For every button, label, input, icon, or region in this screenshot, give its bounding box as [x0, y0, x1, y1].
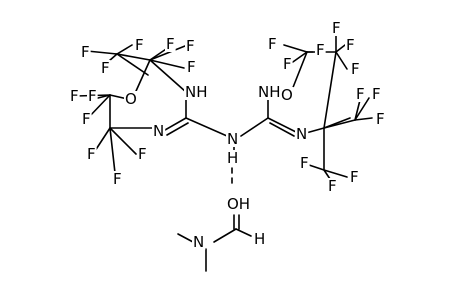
- atom-fluorine: F: [186, 37, 195, 55]
- atom-fluorine: F: [187, 58, 196, 76]
- atom-hydrogen: H: [227, 149, 238, 167]
- atom-fluorine: F: [332, 19, 341, 37]
- atom-fluorine: F: [88, 87, 97, 105]
- atom-label-mask: [134, 37, 145, 53]
- atom-fluorine: F: [351, 60, 360, 78]
- atom-label-mask: [124, 91, 138, 107]
- atom-label-mask: [257, 84, 282, 100]
- atom-fluorine: F: [113, 170, 122, 188]
- atom-label-mask: [186, 59, 197, 75]
- atom-fluorine: F: [350, 168, 359, 186]
- atom-nitrogen: N: [227, 130, 238, 148]
- atom-label-mask: [184, 84, 209, 100]
- atom-fluorine: F: [372, 85, 381, 103]
- atom-label-mask: [371, 86, 382, 102]
- atom-label-mask: [81, 111, 92, 127]
- atom-fluorine: F: [346, 36, 355, 54]
- atom-fluorine: F: [101, 59, 110, 77]
- atom-label-mask: [80, 44, 91, 60]
- atom-fluorine: F: [300, 154, 309, 172]
- atom-label-mask: [331, 20, 342, 36]
- atom-label-mask: [87, 88, 98, 104]
- atom-label-mask: [137, 146, 148, 162]
- atom-label-mask: [253, 231, 267, 247]
- atom-label-mask: [327, 178, 338, 194]
- atom-nitrogen: N: [296, 125, 307, 143]
- atom-label-mask: [226, 196, 252, 212]
- atom-label-mask: [165, 36, 176, 52]
- atom-fluorine: F: [268, 35, 277, 53]
- atom-amine: NH: [185, 83, 208, 101]
- atom-label-mask: [152, 123, 166, 139]
- atom-label-mask: [349, 169, 360, 185]
- atom-label-mask: [267, 36, 278, 52]
- atom-fluorine: F: [135, 36, 144, 54]
- atom-fluorine: F: [376, 110, 385, 128]
- atom-label-mask: [86, 146, 97, 162]
- atom-oxygen: O: [281, 86, 293, 104]
- atom-fluorine: F: [316, 41, 325, 59]
- atom-label-mask: [226, 131, 240, 147]
- atom-label-mask: [375, 111, 386, 127]
- atom-label-mask: [192, 234, 206, 250]
- atom-label-mask: [350, 61, 361, 77]
- atom-nitrogen: N: [153, 122, 164, 140]
- atom-label-mask: [69, 88, 80, 104]
- atom-label-mask: [282, 56, 293, 72]
- atom-nitrogen: N: [193, 233, 204, 251]
- atom-fluorine: F: [138, 145, 147, 163]
- atom-oxygen: O: [125, 90, 137, 108]
- atom-label-mask: [295, 126, 309, 142]
- atom-label-mask: [185, 38, 196, 54]
- atom-fluorine: F: [82, 110, 91, 128]
- atom-label-mask: [112, 171, 123, 187]
- atom-hydroxyl: OH: [227, 195, 250, 213]
- atom-hydrogen: H: [254, 230, 265, 248]
- atom-fluorine: F: [328, 177, 337, 195]
- atom-label-mask: [100, 60, 111, 76]
- atom-fluorine: F: [166, 35, 175, 53]
- atom-label-mask: [299, 155, 310, 171]
- atom-fluorine: F: [283, 55, 292, 73]
- atom-fluorine: F: [81, 43, 90, 61]
- atom-label-mask: [280, 87, 294, 103]
- atom-amine: NH: [258, 83, 281, 101]
- atom-label-mask: [315, 42, 326, 58]
- atom-fluorine: F: [70, 87, 79, 105]
- atom-label-mask: [355, 86, 366, 102]
- atom-label-mask: [226, 150, 240, 166]
- atom-fluorine: F: [356, 85, 365, 103]
- atom-fluorine: F: [87, 145, 96, 163]
- atom-label-mask: [345, 37, 356, 53]
- bond-lines: [75, 35, 373, 272]
